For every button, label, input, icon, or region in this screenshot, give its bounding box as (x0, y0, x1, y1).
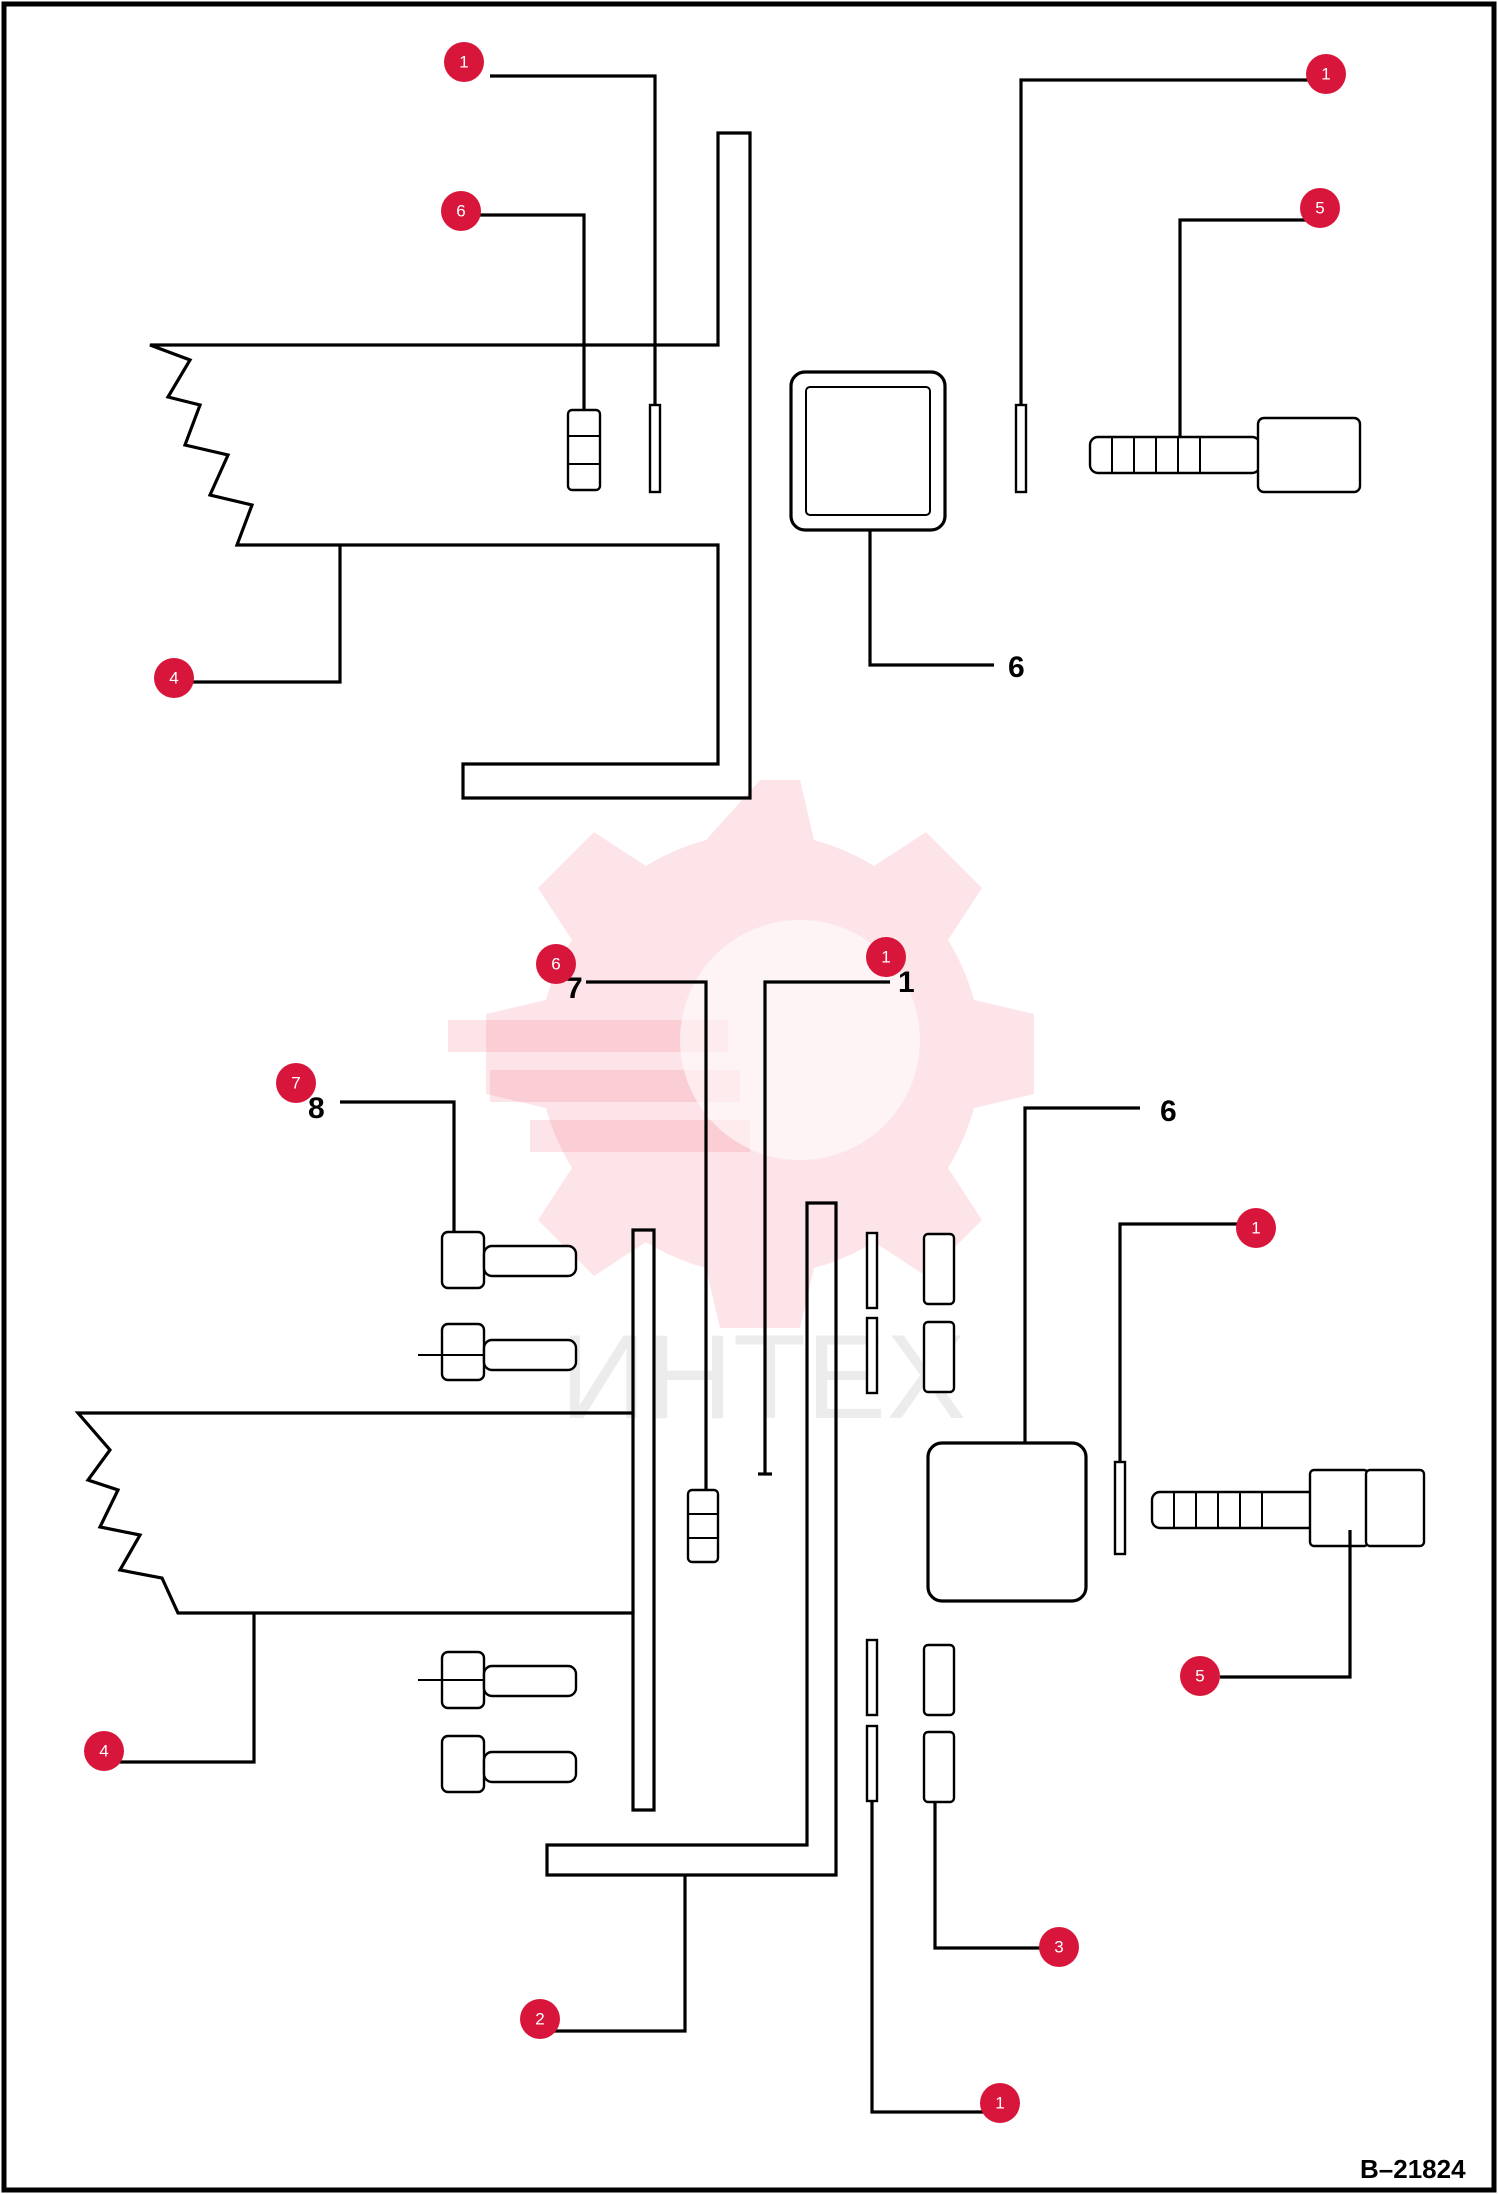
lower-nut-3 (922, 1643, 956, 1717)
lower-bolt-upper-2 (418, 1322, 578, 1382)
callout-badge: 6 (441, 191, 481, 231)
lower-bolt-upper-1 (440, 1230, 578, 1290)
lower-assembly: 7 1 8 6 (74, 966, 1426, 2114)
upper-assembly: 6 (149, 74, 1362, 800)
callout-badge: 1 (980, 2083, 1020, 2123)
callout-badge: 5 (1300, 188, 1340, 228)
lower-printed-7: 7 (566, 972, 583, 1005)
drawing-code: B–21824 (1360, 2154, 1466, 2184)
lower-nut-4 (922, 1730, 956, 1804)
upper-bolt (1088, 416, 1362, 494)
lower-nut-2 (922, 1320, 956, 1394)
lower-bolt-lower-1 (418, 1650, 578, 1710)
svg-text:1: 1 (881, 948, 890, 967)
lower-label-6: 6 (1160, 1095, 1177, 1128)
lower-frame (74, 1228, 656, 1812)
lower-bracket (545, 1201, 838, 1877)
svg-text:7: 7 (291, 1074, 300, 1093)
svg-text:5: 5 (1195, 1667, 1204, 1686)
svg-text:4: 4 (99, 1742, 108, 1761)
upper-washer-right (1014, 403, 1028, 494)
svg-text:1: 1 (1251, 1219, 1260, 1238)
svg-text:4: 4 (169, 669, 178, 688)
lower-washer-3 (865, 1638, 879, 1717)
upper-plate (789, 370, 947, 532)
lower-bolt-lower-2 (440, 1734, 578, 1794)
callout-badge: 1 (444, 42, 484, 82)
callout-badge: 7 (276, 1063, 316, 1103)
svg-text:1: 1 (995, 2094, 1004, 2113)
lower-printed-8: 8 (308, 1092, 325, 1125)
lower-bolt-right (1150, 1468, 1426, 1548)
callout-badge: 6 (536, 944, 576, 984)
lower-nut-center (686, 1488, 720, 1564)
callout-badge: 1 (1236, 1208, 1276, 1248)
callout-badge: 3 (1039, 1927, 1079, 1967)
lower-printed-1: 1 (898, 966, 915, 999)
svg-text:6: 6 (456, 202, 465, 221)
upper-label-6: 6 (1008, 651, 1025, 684)
svg-text:5: 5 (1315, 199, 1324, 218)
svg-text:2: 2 (535, 2010, 544, 2029)
upper-nut (566, 408, 602, 492)
svg-text:1: 1 (1321, 65, 1330, 84)
svg-text:3: 3 (1054, 1938, 1063, 1957)
callout-badge: 5 (1180, 1656, 1220, 1696)
svg-text:1: 1 (459, 53, 468, 72)
lower-washer-2 (865, 1316, 879, 1395)
callout-badge: 1 (866, 937, 906, 977)
lower-washer-4 (865, 1724, 879, 1803)
lower-washer-right (1113, 1460, 1127, 1556)
callout-badge: 1 (1306, 54, 1346, 94)
callout-badge: 4 (154, 658, 194, 698)
upper-washer-left (648, 403, 662, 494)
watermark-gear-logo (448, 780, 1034, 1328)
svg-text:6: 6 (551, 955, 560, 974)
watermark-text: ИНТЕХ (560, 1310, 966, 1444)
lower-nut-1 (922, 1232, 956, 1306)
upper-frame (149, 131, 752, 800)
lower-plate (926, 1441, 1088, 1603)
callout-badge: 4 (84, 1731, 124, 1771)
lower-washer-1 (865, 1231, 879, 1310)
callout-badge: 2 (520, 1999, 560, 2039)
